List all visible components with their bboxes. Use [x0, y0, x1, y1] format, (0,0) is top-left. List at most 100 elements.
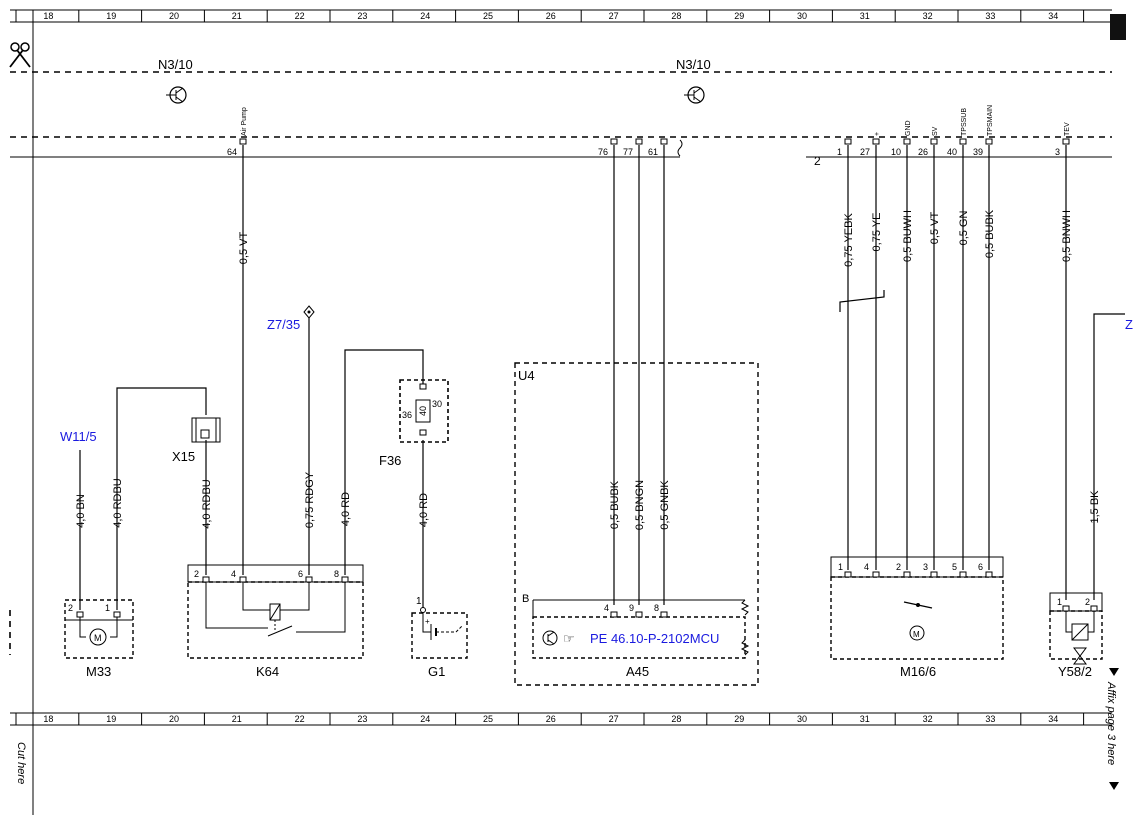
motor-icon: M — [913, 630, 920, 639]
k64-pin: 6 — [298, 569, 303, 579]
grid-column-label: 30 — [797, 714, 807, 724]
module-pin-terminal — [903, 138, 911, 145]
a45-sub-label: B — [522, 593, 529, 605]
module-pin-terminal — [985, 138, 993, 145]
module-pin-terminal — [872, 138, 880, 145]
m16-pin: 1 — [838, 562, 843, 572]
a45-pin: 4 — [604, 603, 609, 613]
m16-pin: 6 — [978, 562, 983, 572]
grid-column-label: 20 — [169, 11, 179, 21]
module-label-left: N3/10 — [158, 57, 193, 72]
y58-component — [1049, 592, 1103, 665]
grid-column-label: 27 — [609, 11, 619, 21]
module-pin-signal: TEV — [1064, 122, 1071, 136]
k64-pin: 2 — [194, 569, 199, 579]
grid-column-label: 29 — [734, 714, 744, 724]
grid-column-label: 32 — [923, 714, 933, 724]
grid-column-label: 22 — [295, 714, 305, 724]
module-pin-number: 61 — [648, 147, 658, 157]
module-pin-terminal — [930, 138, 938, 145]
grid-column-label: 34 — [1048, 714, 1058, 724]
grid-column-label: 23 — [357, 11, 367, 21]
module-label-right: N3/10 — [676, 57, 711, 72]
battery-icon: + — [411, 607, 468, 659]
grid-column-label: 29 — [734, 11, 744, 21]
module-pin-number: 1 — [837, 147, 842, 157]
grid-column-label: 19 — [106, 11, 116, 21]
fuse-terminal: 30 — [432, 399, 442, 409]
a45-document-ref[interactable]: PE 46.10-P-2102MCU — [590, 631, 719, 646]
fuse-rating: 40 — [418, 406, 428, 416]
module-pin-number: 64 — [227, 147, 237, 157]
wire-label: 0,5 GNBK — [659, 480, 671, 530]
affix-text: Affix page 3 here — [1105, 681, 1117, 765]
module-pin-number: 77 — [623, 147, 633, 157]
module-pin-signal: SV — [932, 126, 939, 136]
k64-label: K64 — [256, 664, 279, 679]
module-pin-signal: GND — [905, 120, 912, 136]
module-pin-signal: TPSSUB — [961, 108, 968, 136]
m33-pin: 2 — [68, 603, 73, 613]
ref-z-cut[interactable]: Z — [1125, 317, 1133, 332]
wire-label: 0,75 YEBK — [843, 213, 855, 267]
module-pin-signal: Air Pump — [241, 107, 248, 136]
grid-column-label: 27 — [609, 714, 619, 724]
fuse-number: 36 — [402, 410, 412, 420]
grid-column-label: 25 — [483, 714, 493, 724]
k64-pin: 4 — [231, 569, 236, 579]
grid-column-label: 23 — [357, 714, 367, 724]
arrow-down-icon — [1109, 668, 1119, 676]
y58-pin: 2 — [1085, 597, 1090, 607]
module-pin-number: 27 — [860, 147, 870, 157]
wire-label: 0,5 BUBK — [609, 480, 621, 529]
x15-label: X15 — [172, 449, 195, 464]
module-pin-signal: TPSMAIN — [987, 105, 994, 136]
grid-column-label: 20 — [169, 714, 179, 724]
cut-here-text: Cut here — [15, 742, 27, 784]
wire-label: 0,5 VT — [929, 212, 941, 245]
wires — [79, 145, 1125, 610]
ref-z7[interactable]: Z7/35 — [267, 317, 300, 332]
a45-pin: 8 — [654, 603, 659, 613]
module-pin-terminal — [959, 138, 967, 145]
hand-pointer-icon: ☞ — [563, 631, 575, 646]
wire-label: 4,0 RD — [418, 493, 430, 527]
m16-component: M — [830, 556, 1004, 660]
module-pin-signal: + — [874, 132, 881, 136]
wire-label: 0,5 GN — [958, 211, 970, 246]
grid-column-label: 18 — [43, 11, 53, 21]
y58-pin: 1 — [1057, 597, 1062, 607]
wire-label: 4,0 BN — [75, 494, 87, 528]
grid-column-label: 28 — [671, 11, 681, 21]
grid-column-label: 33 — [985, 714, 995, 724]
m16-pin: 4 — [864, 562, 869, 572]
grid-column-label: 30 — [797, 11, 807, 21]
module-pin-terminal — [1062, 138, 1070, 145]
module-pin-terminal — [844, 138, 852, 145]
module-pin-terminal — [239, 138, 247, 145]
wire-label: 0,5 BNWH — [1061, 210, 1073, 262]
transistor-icon — [684, 86, 705, 104]
connector-number: 2 — [814, 154, 821, 168]
f36-label: F36 — [379, 453, 401, 468]
ref-w11[interactable]: W11/5 — [60, 429, 97, 444]
grid-column-label: 24 — [420, 714, 430, 724]
module-pin-number: 26 — [918, 147, 928, 157]
wire-label: 1,5 BK — [1089, 490, 1101, 524]
wire-label: 4,0 RDBU — [201, 479, 213, 529]
fuse-icon — [399, 379, 449, 443]
grid-column-label: 21 — [232, 714, 242, 724]
svg-text:+: + — [425, 617, 430, 626]
x15-connector — [191, 417, 221, 443]
wire-label: 0,5 VT — [238, 232, 250, 265]
wire-label: 4,0 RD — [340, 492, 352, 526]
module-pin-terminal — [635, 138, 643, 145]
wire-labels: 0,5 VT 0,75 YEBK 0,75 YE 0,5 BUWH 0,5 VT… — [75, 209, 1101, 530]
grid-column-label: 31 — [860, 714, 870, 724]
grid-column-label: 21 — [232, 11, 242, 21]
corner-marker-icon — [1110, 14, 1126, 40]
wire-label: 0,5 BUWH — [902, 210, 914, 262]
